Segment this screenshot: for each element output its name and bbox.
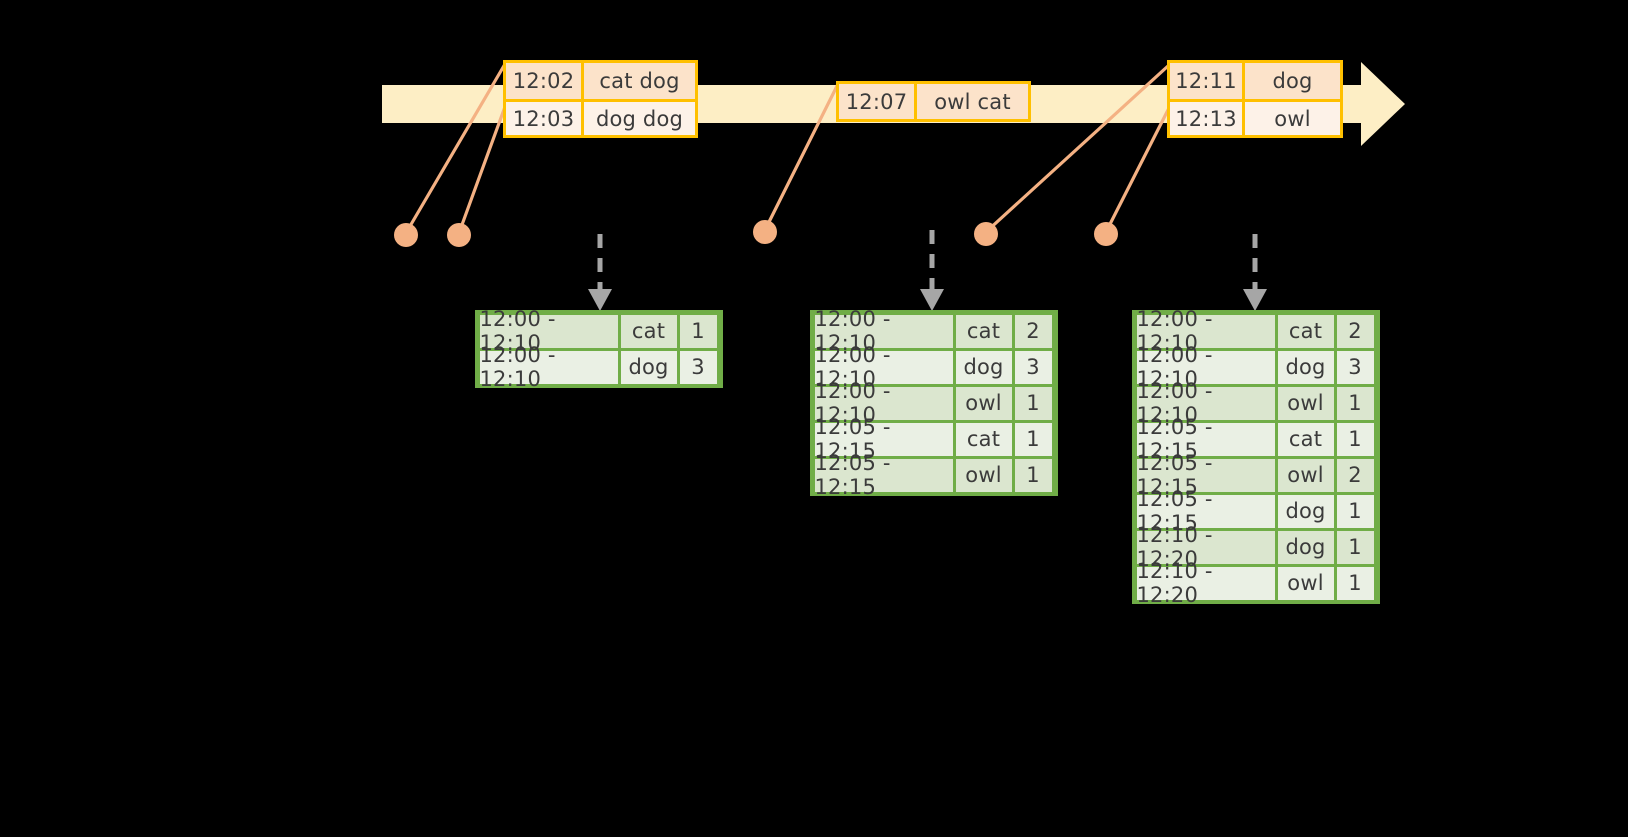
key-cell: owl — [955, 386, 1012, 420]
event-box-3[interactable]: 12:11 dog 12:13 owl — [1167, 60, 1343, 138]
window-cell: 12:00 - 12:10 — [814, 307, 953, 355]
key-cell: owl — [1277, 386, 1334, 420]
result-table-2[interactable]: 12:00 - 12:10 cat 2 12:00 - 12:10 dog 3 … — [810, 307, 1058, 499]
event-time: 12:03 — [506, 102, 584, 135]
table-row[interactable]: 12:00 - 12:10 cat 2 — [1135, 307, 1377, 355]
result-table-1[interactable]: 12:00 - 12:10 cat 1 12:00 - 12:10 dog 3 — [475, 307, 723, 391]
leader-line-5 — [1104, 104, 1172, 234]
window-cell: 12:00 - 12:10 — [479, 343, 618, 391]
count-cell: 1 — [1336, 530, 1374, 564]
table-row[interactable]: 12:05 - 12:15 cat 1 — [813, 415, 1055, 463]
key-cell: owl — [1277, 458, 1334, 492]
window-cell: 12:05 - 12:15 — [814, 415, 953, 463]
count-cell: 2 — [1014, 314, 1052, 348]
event-time: 12:13 — [1170, 102, 1245, 135]
table-row[interactable]: 12:05 - 12:15 dog 1 — [1135, 487, 1377, 535]
marker-dot-5 — [1094, 222, 1118, 246]
table-row[interactable]: 12:00 - 12:10 cat 1 — [478, 307, 720, 355]
key-cell: cat — [620, 314, 677, 348]
leader-line-3 — [763, 82, 840, 232]
leader-line-2 — [457, 102, 508, 235]
count-cell: 3 — [1014, 350, 1052, 384]
marker-dot-1 — [394, 223, 418, 247]
key-cell: cat — [955, 314, 1012, 348]
emit-arrows — [597, 230, 1258, 292]
window-cell: 12:10 - 12:20 — [1136, 559, 1275, 607]
window-cell: 12:00 - 12:10 — [814, 343, 953, 391]
marker-dot-4 — [974, 222, 998, 246]
event-row[interactable]: 12:07 owl cat — [839, 84, 1028, 119]
table-row[interactable]: 12:10 - 12:20 dog 1 — [1135, 523, 1377, 571]
event-value: cat dog — [584, 63, 695, 99]
event-time: 12:11 — [1170, 63, 1245, 99]
table-row[interactable]: 12:05 - 12:15 owl 1 — [813, 451, 1055, 499]
key-cell: dog — [1277, 350, 1334, 384]
key-cell: cat — [955, 422, 1012, 456]
key-cell: dog — [1277, 530, 1334, 564]
count-cell: 2 — [1336, 458, 1374, 492]
table-row[interactable]: 12:05 - 12:15 owl 2 — [1135, 451, 1377, 499]
table-row[interactable]: 12:10 - 12:20 owl 1 — [1135, 559, 1377, 607]
window-cell: 12:00 - 12:10 — [479, 307, 618, 355]
key-cell: cat — [1277, 314, 1334, 348]
count-cell: 1 — [1336, 494, 1374, 528]
table-row[interactable]: 12:00 - 12:10 dog 3 — [1135, 343, 1377, 391]
event-row[interactable]: 12:13 owl — [1170, 99, 1340, 135]
result-table-3[interactable]: 12:00 - 12:10 cat 2 12:00 - 12:10 dog 3 … — [1132, 307, 1380, 607]
event-box-1[interactable]: 12:02 cat dog 12:03 dog dog — [503, 60, 698, 138]
event-value: dog dog — [584, 102, 695, 135]
window-cell: 12:10 - 12:20 — [1136, 523, 1275, 571]
event-value: dog — [1245, 63, 1340, 99]
count-cell: 1 — [679, 314, 717, 348]
count-cell: 3 — [1336, 350, 1374, 384]
event-box-2[interactable]: 12:07 owl cat — [836, 81, 1031, 122]
key-cell: owl — [955, 458, 1012, 492]
event-value: owl — [1245, 102, 1340, 135]
count-cell: 1 — [1014, 458, 1052, 492]
event-time: 12:07 — [839, 84, 917, 119]
table-row[interactable]: 12:00 - 12:10 owl 1 — [1135, 379, 1377, 427]
event-row[interactable]: 12:11 dog — [1170, 63, 1340, 99]
event-value: owl cat — [917, 84, 1028, 119]
count-cell: 1 — [1336, 566, 1374, 600]
table-row[interactable]: 12:00 - 12:10 dog 3 — [813, 343, 1055, 391]
event-row[interactable]: 12:02 cat dog — [506, 63, 695, 99]
event-time: 12:02 — [506, 63, 584, 99]
key-cell: dog — [955, 350, 1012, 384]
leader-line-1 — [404, 62, 507, 235]
key-cell: owl — [1277, 566, 1334, 600]
key-cell: cat — [1277, 422, 1334, 456]
table-row[interactable]: 12:00 - 12:10 dog 3 — [478, 343, 720, 391]
count-cell: 1 — [1336, 386, 1374, 420]
table-row[interactable]: 12:00 - 12:10 cat 2 — [813, 307, 1055, 355]
count-cell: 1 — [1014, 422, 1052, 456]
count-cell: 3 — [679, 350, 717, 384]
window-cell: 12:05 - 12:15 — [1136, 487, 1275, 535]
window-cell: 12:05 - 12:15 — [814, 451, 953, 499]
window-cell: 12:00 - 12:10 — [1136, 343, 1275, 391]
key-cell: dog — [620, 350, 677, 384]
marker-dot-3 — [753, 220, 777, 244]
event-row[interactable]: 12:03 dog dog — [506, 99, 695, 135]
marker-dot-2 — [447, 223, 471, 247]
marker-dots — [394, 220, 1118, 247]
key-cell: dog — [1277, 494, 1334, 528]
count-cell: 1 — [1014, 386, 1052, 420]
count-cell: 1 — [1336, 422, 1374, 456]
count-cell: 2 — [1336, 314, 1374, 348]
